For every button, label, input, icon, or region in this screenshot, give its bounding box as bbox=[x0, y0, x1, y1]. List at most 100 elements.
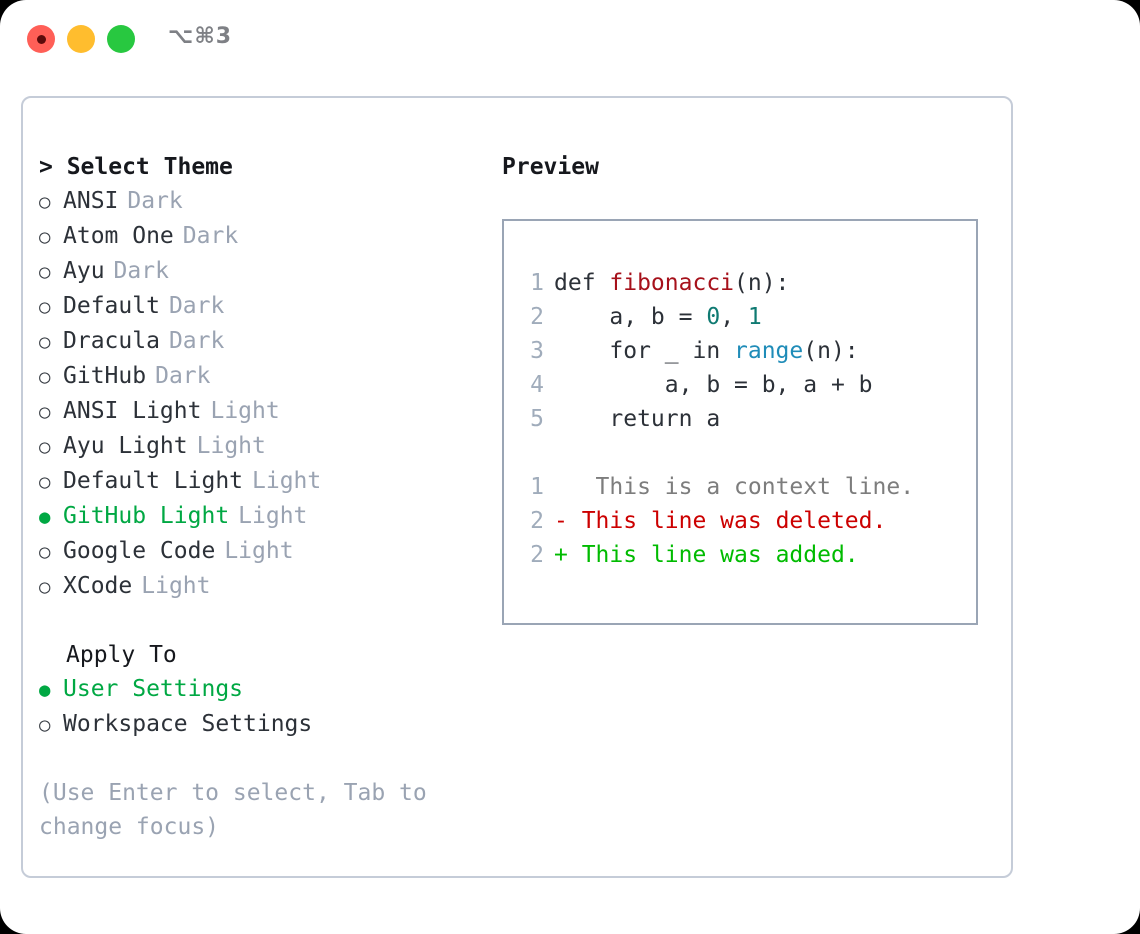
radio-unselected-icon: ○ bbox=[39, 261, 51, 283]
theme-item-label: Google Code bbox=[63, 538, 216, 564]
code-token-plain: a, b = bbox=[554, 304, 707, 330]
theme-item-label: GitHub bbox=[63, 363, 147, 389]
code-line: 4 a, b = b, a + b bbox=[518, 368, 970, 402]
line-number: 2 bbox=[530, 508, 544, 534]
theme-item-label: Dracula bbox=[63, 328, 160, 354]
code-token-fn: fibonacci bbox=[609, 270, 735, 296]
theme-item-variant-tag: Dark bbox=[168, 328, 225, 354]
code-line: 5 return a bbox=[518, 402, 970, 436]
theme-item-label: Atom One bbox=[63, 223, 174, 249]
radio-unselected-icon: ○ bbox=[39, 576, 51, 598]
code-token-plain: (n): bbox=[803, 338, 859, 364]
theme-item-variant-tag: Light bbox=[252, 468, 322, 494]
code-token-call: range bbox=[734, 338, 804, 364]
keyboard-shortcut-label: ⌥⌘3 bbox=[168, 24, 233, 49]
theme-item-ansi-light[interactable]: ○ ANSI Light Light bbox=[39, 394, 469, 429]
radio-unselected-icon: ○ bbox=[39, 191, 51, 213]
theme-item-atom-one[interactable]: ○ Atom One Dark bbox=[39, 219, 469, 254]
theme-item-variant-tag: Dark bbox=[182, 223, 239, 249]
theme-item-variant-tag: Dark bbox=[113, 258, 169, 284]
code-token-plain: def bbox=[554, 270, 610, 296]
theme-item-dracula[interactable]: ○ Dracula Dark bbox=[39, 324, 469, 359]
radio-selected-icon: ● bbox=[39, 679, 51, 701]
apply-to-option-user-settings[interactable]: ● User Settings bbox=[39, 672, 469, 707]
theme-item-variant-tag: Dark bbox=[168, 293, 225, 319]
radio-unselected-icon: ○ bbox=[39, 296, 51, 318]
diff-block: 1 This is a context line.2- This line wa… bbox=[518, 470, 970, 572]
select-theme-header: > Select Theme bbox=[39, 154, 233, 180]
preview-header: Preview bbox=[502, 154, 599, 180]
diff-line-del: 2- This line was deleted. bbox=[518, 504, 970, 538]
theme-item-label: GitHub Light bbox=[63, 503, 230, 529]
title-bar: ⌥⌘3 bbox=[0, 0, 1140, 76]
theme-item-variant-tag: Light bbox=[224, 538, 294, 564]
code-text: a, b = 0, 1 bbox=[554, 300, 762, 334]
diff-text: This line was deleted. bbox=[567, 508, 887, 534]
code-line: 1 def fibonacci(n): bbox=[518, 266, 970, 300]
radio-unselected-icon: ○ bbox=[39, 366, 51, 388]
diff-text: This is a context line. bbox=[567, 474, 915, 500]
apply-to-option-label: Workspace Settings bbox=[63, 711, 313, 737]
window-controls bbox=[27, 25, 135, 53]
code-text: return a bbox=[554, 402, 720, 436]
code-text: a, b = b, a + b bbox=[554, 368, 873, 402]
diff-marker: - bbox=[554, 508, 568, 534]
theme-item-label: ANSI bbox=[63, 188, 119, 214]
theme-item-variant-tag: Light bbox=[210, 398, 280, 424]
line-number: 3 bbox=[530, 338, 544, 364]
line-number: 1 bbox=[530, 270, 544, 296]
radio-unselected-icon: ○ bbox=[39, 541, 51, 563]
radio-unselected-icon: ○ bbox=[39, 714, 51, 736]
code-token-num: 1 bbox=[747, 304, 762, 330]
radio-unselected-icon: ○ bbox=[39, 401, 51, 423]
close-button[interactable] bbox=[27, 25, 55, 53]
theme-item-github[interactable]: ○ GitHub Dark bbox=[39, 359, 469, 394]
line-number: 1 bbox=[530, 474, 544, 500]
theme-item-label: XCode bbox=[63, 573, 133, 599]
radio-unselected-icon: ○ bbox=[39, 226, 51, 248]
code-token-plain: return a bbox=[554, 406, 721, 432]
theme-item-variant-tag: Dark bbox=[155, 363, 211, 389]
radio-unselected-icon: ○ bbox=[39, 331, 51, 353]
code-token-plain: a, b = b, a + b bbox=[554, 372, 873, 398]
code-text: def fibonacci(n): bbox=[554, 266, 789, 300]
minimize-button[interactable] bbox=[67, 25, 95, 53]
radio-unselected-icon: ○ bbox=[39, 471, 51, 493]
diff-marker bbox=[554, 470, 568, 504]
apply-to-options: ● User Settings ○ Workspace Settings bbox=[39, 672, 469, 742]
diff-line-ctx: 1 This is a context line. bbox=[518, 470, 970, 504]
code-token-num: 0 bbox=[706, 304, 721, 330]
apply-to-title: Apply To bbox=[66, 642, 177, 668]
theme-item-label: Default Light bbox=[63, 468, 244, 494]
apply-to-option-workspace-settings[interactable]: ○ Workspace Settings bbox=[39, 707, 469, 742]
code-text: for _ in range(n): bbox=[554, 334, 859, 368]
theme-item-label: ANSI Light bbox=[63, 398, 202, 424]
line-number: 2 bbox=[530, 304, 544, 330]
diff-line-add: 2+ This line was added. bbox=[518, 538, 970, 572]
code-line: 3 for _ in range(n): bbox=[518, 334, 970, 368]
theme-item-google-code[interactable]: ○ Google Code Light bbox=[39, 534, 469, 569]
code-token-plain: (n): bbox=[734, 270, 790, 296]
line-number: 4 bbox=[530, 372, 544, 398]
apply-to-option-label: User Settings bbox=[63, 676, 244, 702]
maximize-button[interactable] bbox=[107, 25, 135, 53]
radio-selected-icon: ● bbox=[39, 506, 51, 528]
theme-item-default-light[interactable]: ○ Default Light Light bbox=[39, 464, 469, 499]
theme-item-variant-tag: Light bbox=[196, 433, 266, 459]
radio-unselected-icon: ○ bbox=[39, 436, 51, 458]
diff-marker: + bbox=[554, 542, 568, 568]
